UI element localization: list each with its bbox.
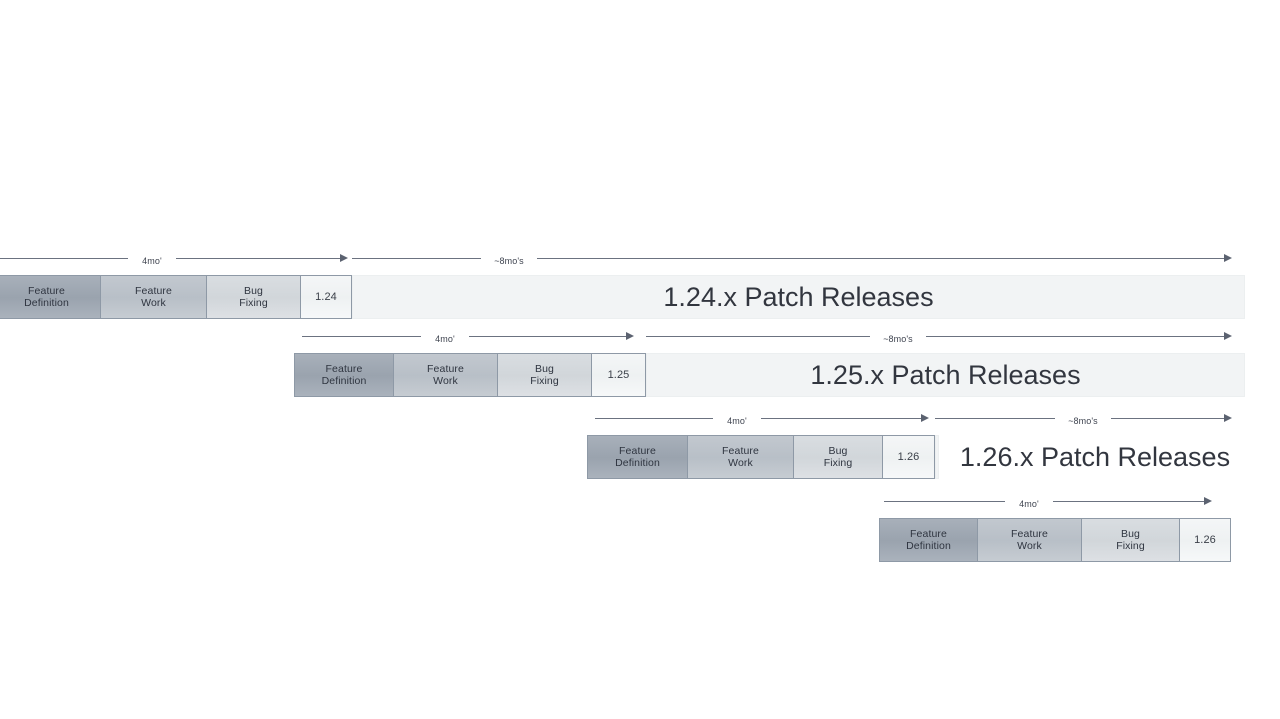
patch-release-label: 1.24.x Patch Releases [663,282,934,312]
phase-version-box-label: 1.26 [1194,533,1216,546]
phase-feature-work-label: Feature Work [722,444,759,470]
measure-arrowhead [626,332,634,340]
measure-strip: 4mo' ~8mo's [0,249,1280,275]
measure-development: 4mo' [884,492,1212,518]
phase-bug-fixing[interactable]: Bug Fixing [1081,518,1179,562]
phase-bug-fixing[interactable]: Bug Fixing [793,435,882,479]
measure-arrowhead [1224,254,1232,262]
patch-release-label: 1.25.x Patch Releases [810,360,1081,390]
measure-strip: 4mo' [0,492,1280,518]
phase-feature-definition[interactable]: Feature Definition [587,435,687,479]
measure-development: 4mo' [0,249,348,275]
phase-feature-definition[interactable]: Feature Definition [0,275,100,319]
phase-feature-definition[interactable]: Feature Definition [879,518,977,562]
phase-bug-fixing[interactable]: Bug Fixing [497,353,591,397]
phase-version-box-label: 1.24 [315,290,337,303]
phase-feature-definition-label: Feature Definition [906,527,951,553]
measure-line-left [646,336,870,337]
measure-patch: ~8mo's [935,409,1232,435]
measure-label-patch: ~8mo's [1068,416,1098,426]
measure-line-right [1053,501,1204,502]
phase-version-box[interactable]: 1.26 [1179,518,1231,562]
measure-arrowhead [921,414,929,422]
measure-line-left [302,336,421,337]
timeline-row-release-1-27: 4mo' Feature Definition Feature Work Bug Fi… [0,492,1280,582]
measure-line-right [537,258,1224,259]
measure-line-left [935,418,1055,419]
phase-box-group: Feature Definition Feature Work Bug Fixing… [0,275,352,319]
phase-feature-work[interactable]: Feature Work [977,518,1081,562]
measure-arrowhead [1224,414,1232,422]
phase-box-group: Feature Definition Feature Work Bug Fixing… [879,518,1231,562]
phase-version-box[interactable]: 1.25 [591,353,646,397]
phase-bug-fixing-label: Bug Fixing [530,362,559,388]
phase-feature-definition[interactable]: Feature Definition [294,353,393,397]
phase-version-box[interactable]: 1.26 [882,435,935,479]
phase-version-box-label: 1.25 [607,368,630,381]
measure-label-development: 4mo' [727,416,747,426]
phase-feature-work-label: Feature Work [427,362,464,388]
measure-line-right [469,336,626,337]
measure-label-development: 4mo' [435,334,455,344]
timeline-row-release-1-25: 4mo' ~8mo's 1.25.x Patch Releases Feature D… [0,327,1280,417]
phase-bug-fixing-label: Bug Fixing [239,284,268,310]
measure-line-left [884,501,1005,502]
phase-box-group: Feature Definition Feature Work Bug Fixing… [587,435,935,479]
measure-line-right [176,258,340,259]
measure-strip: 4mo' ~8mo's [0,327,1280,353]
measure-line-left [0,258,128,259]
measure-line-right [761,418,921,419]
phase-bug-fixing-label: Bug Fixing [1116,527,1145,553]
measure-label-development: 4mo' [142,256,162,266]
patch-release-bar [352,275,1245,319]
phase-version-box[interactable]: 1.24 [300,275,352,319]
measure-label-development: 4mo' [1019,499,1039,509]
patch-release-label: 1.26.x Patch Releases [959,442,1231,472]
measure-development: 4mo' [302,327,634,353]
phase-version-box-label: 1.26 [897,450,920,463]
phase-feature-definition-label: Feature Definition [24,284,69,310]
phase-bug-fixing[interactable]: Bug Fixing [206,275,300,319]
measure-development: 4mo' [595,409,929,435]
measure-label-patch: ~8mo's [883,334,913,344]
measure-strip: 4mo' ~8mo's [0,409,1280,435]
timeline-row-release-1-26: 4mo' ~8mo's 1.26.x Patch Releases Feature D… [0,409,1280,499]
measure-patch: ~8mo's [352,249,1232,275]
phase-feature-work[interactable]: Feature Work [393,353,497,397]
timeline-row-release-1-24: 4mo' ~8mo's 1.24.x Patch Releases Feature D… [0,249,1280,339]
measure-line-right [1111,418,1224,419]
measure-line-left [352,258,481,259]
measure-label-patch: ~8mo's [494,256,524,266]
phase-feature-work-label: Feature Work [135,284,172,310]
measure-line-left [595,418,713,419]
measure-arrowhead [340,254,348,262]
phase-bug-fixing-label: Bug Fixing [823,444,853,470]
measure-patch: ~8mo's [646,327,1232,353]
phase-feature-work-label: Feature Work [1011,527,1048,553]
phase-feature-work[interactable]: Feature Work [687,435,793,479]
phase-feature-work[interactable]: Feature Work [100,275,206,319]
phase-box-group: Feature Definition Feature Work Bug Fixing… [294,353,646,397]
phase-feature-definition-label: Feature Definition [321,362,367,388]
patch-release-bar [646,353,1245,397]
measure-arrowhead [1204,497,1212,505]
measure-arrowhead [1224,332,1232,340]
measure-line-right [926,336,1224,337]
patch-release-bar [935,435,939,479]
phase-feature-definition-label: Feature Definition [615,444,660,470]
